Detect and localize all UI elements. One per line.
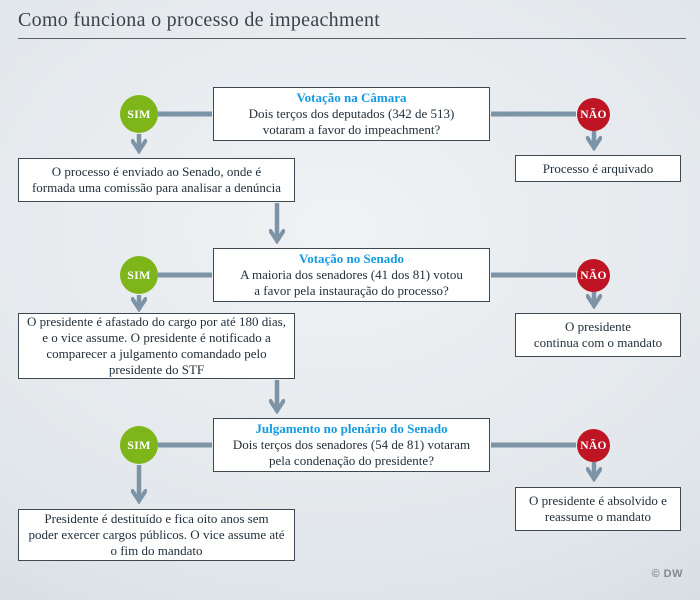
title-divider <box>18 38 686 39</box>
yes-badge-label-1: SIM <box>127 106 151 121</box>
question-box-1: Votação na Câmara Dois terços dos deputa… <box>213 87 490 141</box>
question-text-3: Dois terços dos senadores (54 de 81) vot… <box>232 437 471 468</box>
question-text-1: Dois terços dos deputados (342 de 513) v… <box>248 106 455 137</box>
question-title-3: Julgamento no plenário do Senado <box>255 421 448 436</box>
no-badge-label-3: NÃO <box>580 439 607 452</box>
yes-badge-label-3: SIM <box>127 437 151 452</box>
no-badge-label-2: NÃO <box>580 269 607 282</box>
no-outcome-box-3: O presidente é absolvido e reassume o ma… <box>515 487 681 531</box>
question-title-1: Votação na Câmara <box>296 90 407 105</box>
yes-outcome-box-2: O presidente é afastado do cargo por até… <box>18 313 295 379</box>
credit: © DW <box>651 568 683 580</box>
no-outcome-box-1: Processo é arquivado <box>515 155 681 182</box>
no-badge-label-1: NÃO <box>580 108 607 121</box>
yes-outcome-box-1: O processo é enviado ao Senado, onde é f… <box>18 158 295 202</box>
yes-badge-1: SIM <box>120 95 158 133</box>
question-box-2: Votação no Senado A maioria dos senadore… <box>213 248 490 302</box>
question-title-2: Votação no Senado <box>299 251 404 266</box>
no-badge-3: NÃO <box>577 429 610 462</box>
question-box-3: Julgamento no plenário do Senado Dois te… <box>213 418 490 472</box>
yes-badge-2: SIM <box>120 256 158 294</box>
no-badge-1: NÃO <box>577 98 610 131</box>
yes-badge-3: SIM <box>120 426 158 464</box>
page-title: Como funciona o processo de impeachment <box>18 9 381 31</box>
no-badge-2: NÃO <box>577 259 610 292</box>
question-text-2: A maioria dos senadores (41 dos 81) voto… <box>240 267 463 298</box>
yes-outcome-box-3: Presidente é destituído e fica oito anos… <box>18 509 295 561</box>
yes-badge-label-2: SIM <box>127 267 151 282</box>
no-outcome-box-2: O presidente continua com o mandato <box>515 313 681 357</box>
